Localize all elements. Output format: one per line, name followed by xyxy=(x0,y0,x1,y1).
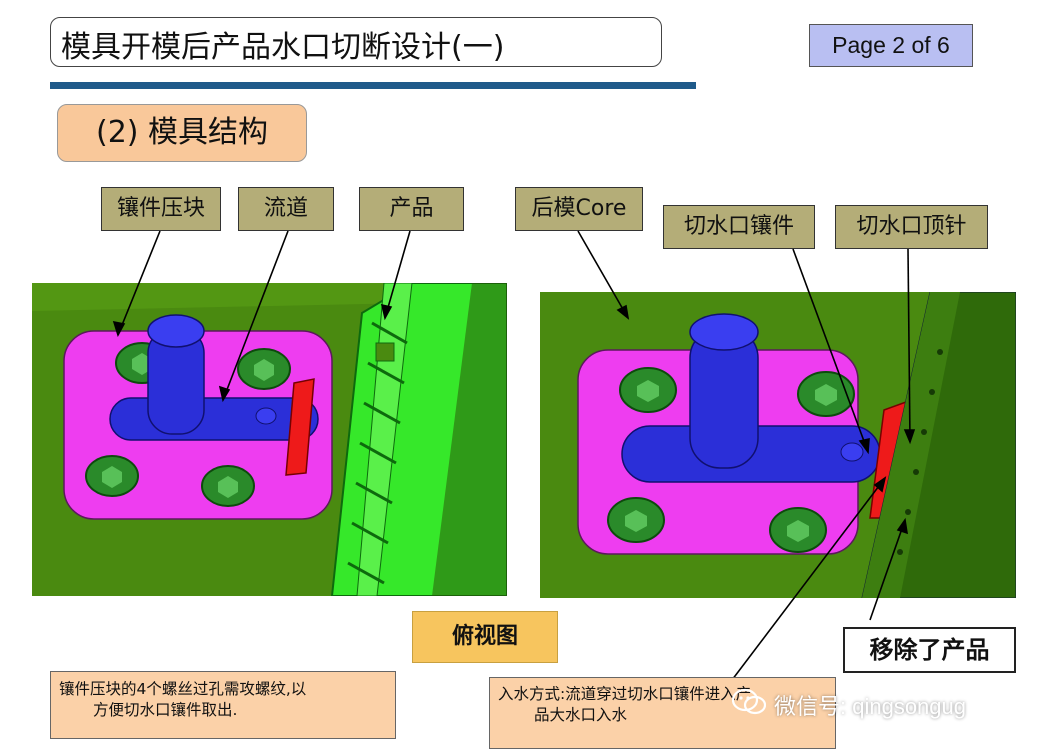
watermark-text: 微信号: qingsongug xyxy=(774,694,966,719)
callout-gate-cut-ejector: 切水口顶针 xyxy=(835,205,988,249)
callout-runner: 流道 xyxy=(238,187,334,231)
note-screw-holes: 镶件压块的4个螺丝过孔需攻螺纹,以 方便切水口镶件取出. xyxy=(50,671,396,739)
page-title: 模具开模后产品水口切断设计(一) xyxy=(50,17,662,67)
mold-render-with-product xyxy=(32,283,507,596)
note-right-line2: 品大水口入水 xyxy=(534,706,628,724)
callout-gate-cut-insert: 切水口镶件 xyxy=(663,205,815,249)
page-indicator: Page 2 of 6 xyxy=(809,24,973,67)
note-right-line1: 入水方式:流道穿过切水口镶件进入产 xyxy=(498,685,752,703)
note-left-line2: 方便切水口镶件取出. xyxy=(93,701,238,719)
top-view-label: 俯视图 xyxy=(412,611,558,663)
section-heading: (2) 模具结构 xyxy=(57,104,307,162)
wechat-icon xyxy=(731,688,767,722)
product-removed-label: 移除了产品 xyxy=(843,627,1016,673)
callout-product: 产品 xyxy=(359,187,464,231)
mold-render-product-removed xyxy=(540,292,1016,598)
title-underline xyxy=(50,82,696,89)
callout-insert-block: 镶件压块 xyxy=(101,187,221,231)
note-left-line1: 镶件压块的4个螺丝过孔需攻螺纹,以 xyxy=(59,680,307,698)
callout-core: 后模Core xyxy=(515,187,643,231)
wechat-watermark: 微信号: qingsongug xyxy=(731,688,1022,728)
note-gate-method: 入水方式:流道穿过切水口镶件进入产 品大水口入水 xyxy=(489,677,836,749)
